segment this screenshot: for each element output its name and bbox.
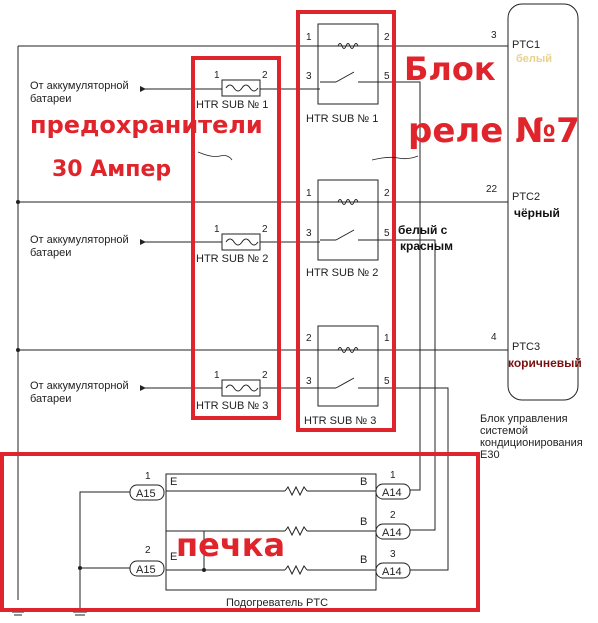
relay-1-pin-b: 2 (384, 32, 390, 43)
ecu-caption-4: E30 (480, 449, 500, 461)
ecu-caption-3: кондиционирования (480, 437, 583, 449)
relay-3 (317, 325, 379, 407)
fuse-source-3b: батареи (30, 393, 71, 405)
fuse-2-pin-r: 2 (262, 224, 268, 235)
heater-highlight (0, 452, 480, 612)
ecu-pin-name-1: PTC1 (512, 39, 540, 51)
annotation-relay-block-2: реле №7 (408, 111, 580, 151)
fuse-2-label: HTR SUB № 2 (196, 253, 268, 265)
relay-1-pin-d: 5 (384, 71, 390, 82)
connector-a14-3-pin: 3 (390, 549, 396, 560)
heater-terminal-b-2: B (360, 516, 367, 528)
annotation-heater: печка (176, 526, 285, 564)
connector-a15-2-pin: 2 (145, 545, 151, 556)
connector-a14-1-pin: 1 (390, 470, 396, 481)
heater-terminal-b-3: B (360, 554, 367, 566)
connector-a15-1-pin: 1 (145, 471, 151, 482)
fuses-highlight (191, 56, 281, 420)
ecu-pin-num-2: 22 (486, 184, 498, 195)
ecu-pin-color-3: коричневый (508, 356, 582, 370)
connector-a15-1-code: A15 (136, 488, 156, 500)
fuse-source-2b: батареи (30, 247, 71, 259)
wire-note-1: белый с (398, 223, 448, 237)
connector-a14-2-pin: 2 (390, 510, 396, 521)
relay-3-pin-b: 1 (384, 333, 390, 344)
fuse-source-1a: От аккумуляторной (30, 80, 129, 92)
relay-3-label: HTR SUB № 3 (304, 415, 376, 427)
fuse-1-pin-l: 1 (214, 70, 220, 81)
relay-2-pin-d: 5 (384, 228, 390, 239)
annotation-relay-block-1: Блок (404, 50, 496, 88)
connector-a14-3-code: A14 (382, 566, 402, 578)
fuse-source-1b: батареи (30, 93, 71, 105)
relay-3-pin-c: 3 (306, 376, 312, 387)
fuse-2-pin-l: 1 (214, 224, 220, 235)
ecu-pin-color-1: белый (516, 53, 552, 65)
ecu-caption-1: Блок управления (480, 413, 568, 425)
heater-terminal-e-2: E (170, 551, 177, 563)
relay-3-pin-d: 5 (384, 376, 390, 387)
heater-terminal-e-1: E (170, 476, 177, 488)
ecu-pin-color-2: чёрный (514, 206, 560, 220)
connector-a14-1-code: A14 (382, 487, 402, 499)
relay-3-pin-a: 2 (306, 333, 312, 344)
ecu-pin-num-3: 4 (491, 332, 497, 343)
relay-2-pin-b: 2 (384, 188, 390, 199)
fuse-1-label: HTR SUB № 1 (196, 99, 268, 111)
fuse-1-pin-r: 2 (262, 70, 268, 81)
relay-2-pin-a: 1 (306, 188, 312, 199)
fuse-3-pin-l: 1 (214, 370, 220, 381)
annotation-amps: 30 Ампер (52, 157, 171, 182)
fuse-3 (221, 379, 261, 397)
ecu-pin-name-3: PTC3 (512, 341, 540, 353)
relay-2-label: HTR SUB № 2 (306, 267, 378, 279)
connector-a14-1 (375, 483, 411, 500)
relay-1-label: HTR SUB № 1 (306, 113, 378, 125)
ecu-pin-name-2: PTC2 (512, 191, 540, 203)
relays-highlight (296, 10, 396, 432)
fuse-source-3a: От аккумуляторной (30, 380, 129, 392)
ecu-pin-num-1: 3 (491, 30, 497, 41)
fuse-3-label: HTR SUB № 3 (196, 400, 268, 412)
relay-1-pin-c: 3 (306, 71, 312, 82)
relay-2-pin-c: 3 (306, 228, 312, 239)
relay-2 (317, 179, 379, 261)
fuse-source-2a: От аккумуляторной (30, 234, 129, 246)
heater-terminal-b-1: B (360, 476, 367, 488)
fuse-1 (221, 79, 261, 97)
ecu-caption-2: системой (480, 425, 528, 437)
fuse-2 (221, 233, 261, 251)
wire-note-2: красным (400, 239, 453, 253)
connector-a15-2-code: A15 (136, 564, 156, 576)
connector-a14-2 (375, 523, 411, 540)
heater-caption: Подогреватель PTC (226, 597, 328, 609)
relay-1 (317, 23, 379, 105)
relay-1-pin-a: 1 (306, 32, 312, 43)
fuse-3-pin-r: 2 (262, 370, 268, 381)
annotation-fuses: предохранители (30, 111, 263, 139)
connector-a14-2-code: A14 (382, 527, 402, 539)
connector-a14-3 (375, 562, 411, 579)
